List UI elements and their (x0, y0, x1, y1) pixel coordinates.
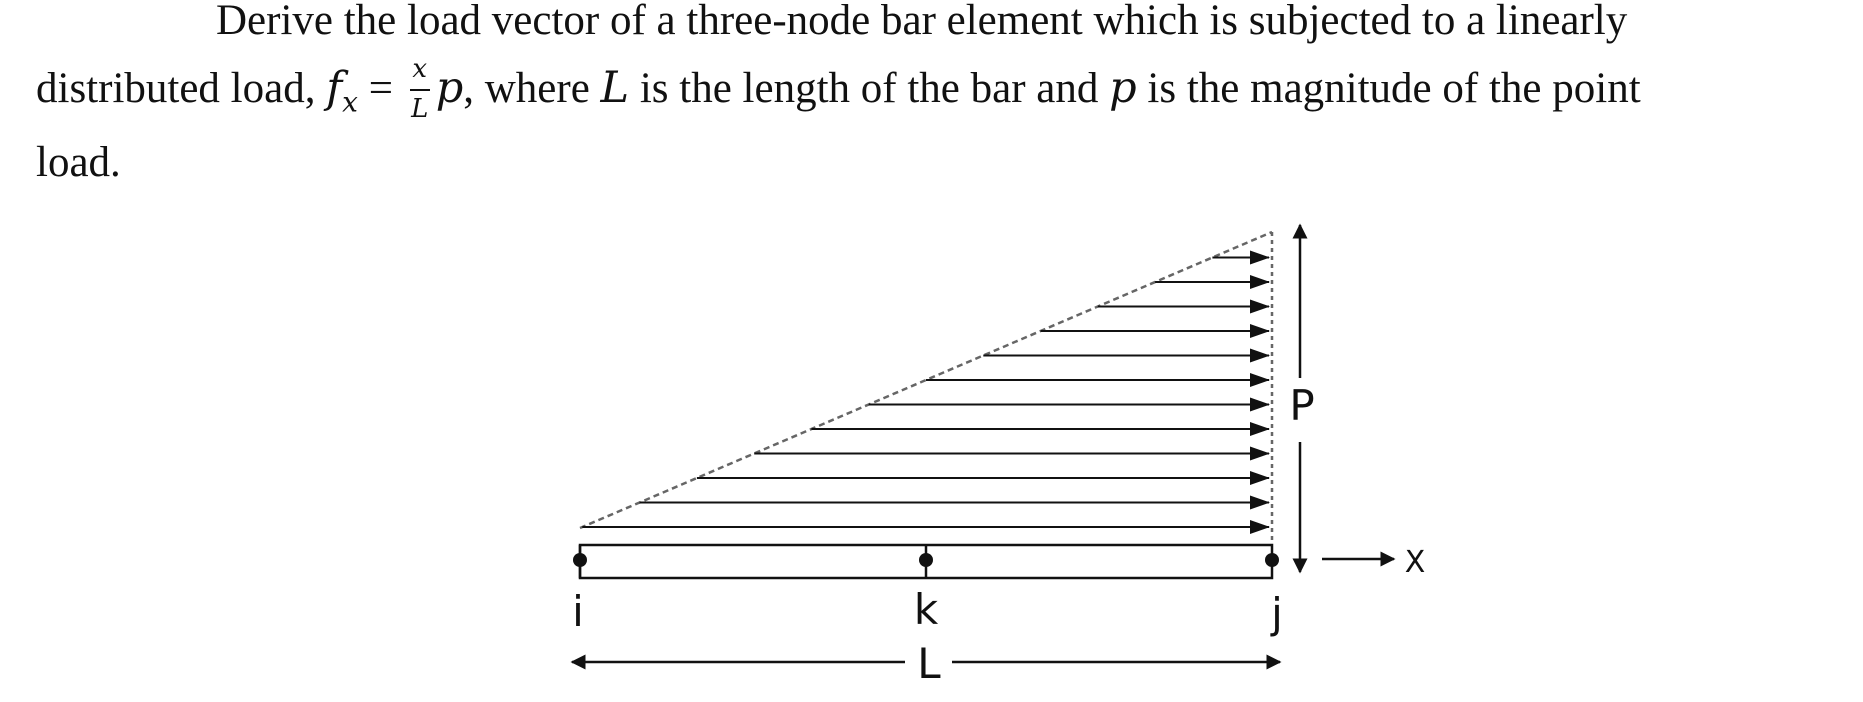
load-arrow-head (1250, 348, 1270, 363)
load-arrow-head (1250, 397, 1270, 412)
distributed-load-arrows (582, 250, 1270, 534)
load-arrow-head (1250, 495, 1270, 510)
fraction-bar (409, 89, 430, 92)
L-variable: L (600, 63, 630, 113)
load-arrow-head (1250, 471, 1270, 485)
load-arrow-head (1250, 299, 1270, 314)
text-segment: distributed load, (36, 65, 327, 112)
fx-subscript: x (342, 85, 358, 119)
node-j-label: j (1270, 589, 1283, 638)
load-arrow-head (1250, 275, 1270, 289)
load-envelope-hypotenuse (579, 230, 1273, 530)
node-i-label: i (572, 587, 584, 636)
equals-sign: = (357, 65, 404, 112)
problem-line-1: Derive the load vector of a three-node b… (216, 0, 1628, 44)
text-segment: is the magnitude of the point (1136, 65, 1641, 112)
p-variable: p (435, 63, 464, 113)
load-arrow-head (1250, 373, 1270, 387)
node-j-marker (1265, 553, 1279, 567)
text-segment: , where (463, 65, 601, 112)
load-arrow-head (1250, 324, 1270, 338)
x-axis-label: X (1405, 545, 1426, 580)
p-variable: p (1109, 63, 1137, 113)
load-arrow-head (1250, 520, 1270, 534)
load-arrow-head (1250, 422, 1270, 436)
fraction-numerator: x (412, 54, 428, 85)
fraction-denominator: L (411, 94, 429, 125)
length-label: L (917, 639, 941, 688)
node-k-label: k (914, 585, 939, 634)
load-magnitude-label: P (1289, 381, 1314, 430)
problem-line-3: load. (36, 139, 121, 186)
text-segment: is the length of the bar and (629, 65, 1110, 112)
load-arrow-head (1250, 250, 1270, 265)
load-arrow-head (1250, 446, 1270, 461)
fx-variable: f (326, 63, 343, 113)
